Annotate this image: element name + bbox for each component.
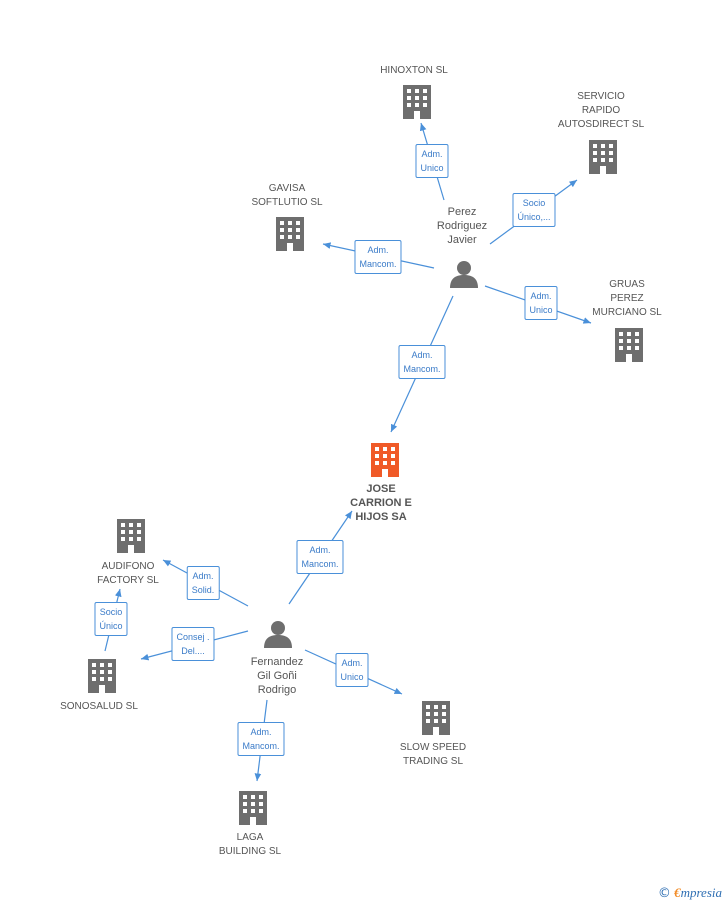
copyright-symbol: © xyxy=(657,886,671,901)
company-name-gruas[interactable]: GRUAS PEREZ MURCIANO SL xyxy=(592,279,662,318)
empresia-logo[interactable]: © €mpresia xyxy=(658,885,722,901)
relation-label-perez-center[interactable]: Adm. Mancom. xyxy=(398,345,446,379)
person-icon-fernandez[interactable] xyxy=(264,621,292,648)
building-icon-audifono[interactable] xyxy=(117,519,145,553)
person-icon-perez[interactable] xyxy=(450,261,478,288)
company-name-slowspeed[interactable]: SLOW SPEED TRADING SL xyxy=(399,742,467,767)
building-icon-slowspeed[interactable] xyxy=(422,701,450,735)
relation-label-fernandez-sonosalud[interactable]: Consej . Del.... xyxy=(171,627,215,661)
building-icon-gruas[interactable] xyxy=(615,328,643,362)
brand-e-icon: € xyxy=(674,885,681,900)
person-name-perez[interactable]: Perez Rodriguez Javier xyxy=(436,206,488,246)
building-icon-gavisa[interactable] xyxy=(276,217,304,251)
building-icon-servicio[interactable] xyxy=(589,140,617,174)
relation-label-perez-gruas[interactable]: Adm. Unico xyxy=(524,286,558,320)
relation-label-fernandez-center[interactable]: Adm. Mancom. xyxy=(296,540,344,574)
company-name-audifono[interactable]: AUDIFONO FACTORY SL xyxy=(97,561,159,586)
brand-text: mpresia xyxy=(680,885,722,900)
company-name-hinoxton[interactable]: HINOXTON SL xyxy=(380,65,448,76)
center-company-name[interactable]: JOSE CARRION E HIJOS SA xyxy=(350,483,412,523)
relation-label-perez-hinoxton[interactable]: Adm. Unico xyxy=(415,144,449,178)
building-icon-sonosalud[interactable] xyxy=(88,659,116,693)
relation-label-fernandez-laga[interactable]: Adm. Mancom. xyxy=(237,722,285,756)
company-name-sonosalud[interactable]: SONOSALUD SL xyxy=(60,701,138,712)
person-name-fernandez[interactable]: Fernandez Gil Goñi Rodrigo xyxy=(250,656,304,696)
relation-label-sonosalud-audifono[interactable]: Socio Único xyxy=(94,602,128,636)
relation-label-perez-servicio[interactable]: Socio Único,... xyxy=(512,193,556,227)
company-name-gavisa[interactable]: GAVISA SOFTLUTIO SL xyxy=(251,183,323,208)
building-icon-laga[interactable] xyxy=(239,791,267,825)
relation-label-perez-gavisa[interactable]: Adm. Mancom. xyxy=(354,240,402,274)
building-icon-hinoxton[interactable] xyxy=(403,85,431,119)
company-name-laga[interactable]: LAGA BUILDING SL xyxy=(218,832,282,857)
relation-label-fernandez-slowspeed[interactable]: Adm. Unico xyxy=(335,653,369,687)
relation-label-fernandez-audifono[interactable]: Adm. Solid. xyxy=(186,566,220,600)
center-company-building-icon[interactable] xyxy=(371,443,399,477)
company-name-servicio[interactable]: SERVICIO RAPIDO AUTOSDIRECT SL xyxy=(557,91,645,130)
